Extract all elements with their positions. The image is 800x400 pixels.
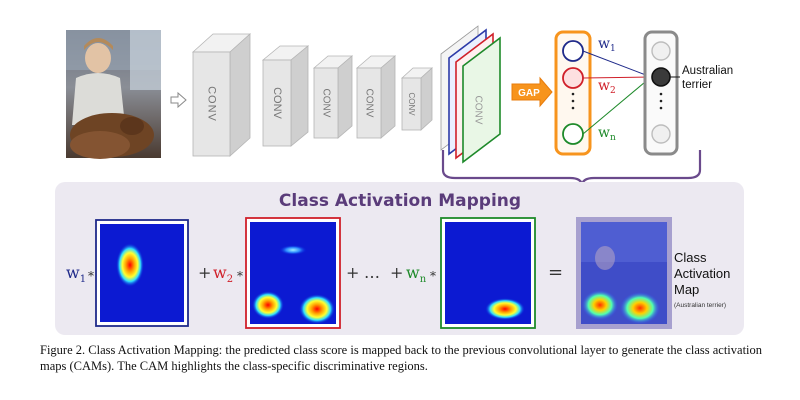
gap-block: GAP [511, 76, 553, 108]
conv-label: CONV [271, 87, 283, 119]
gap-node-1 [562, 40, 584, 62]
gap-label: GAP [518, 88, 540, 99]
conv-block-1: CONV [191, 33, 252, 157]
conv-block-4: CONV [355, 55, 397, 139]
last-conv-feature-maps: CONV [440, 25, 501, 164]
cam-panel: Class Activation Mapping w1 * + w2 * + … [55, 182, 744, 335]
plus-3: + [390, 263, 403, 282]
cam-term-n: wn * [406, 217, 536, 329]
equals: = [548, 262, 563, 283]
output-node-selected [651, 67, 671, 87]
figure-caption: Figure 2. Class Activation Mapping: the … [40, 343, 763, 373]
conv-block-3: CONV [312, 55, 354, 139]
weight-connections: w1 w2 wn [582, 36, 652, 143]
ellipsis: … [364, 263, 380, 282]
conv-block-2: CONV [261, 45, 310, 147]
gap-node-n [562, 123, 584, 145]
conv-stack: CONV CONV CONV CONV CONV [191, 33, 434, 157]
input-photo [66, 30, 161, 159]
plus-1: + [198, 263, 211, 282]
weight-label-n: wn [598, 125, 616, 143]
conv-label: CONV [206, 86, 218, 122]
cam-term-2: w2 * [213, 217, 341, 329]
conv-block-5: CONV [400, 67, 434, 131]
output-class-label: Australian terrier [682, 65, 736, 91]
svg-text:w2: w2 [213, 263, 233, 285]
plus-2: + [346, 263, 359, 282]
cam-result-label: Class Activation Map (Australian terrier… [674, 250, 734, 309]
svg-text:wn: wn [406, 263, 427, 285]
svg-text:Class Activation: Class Activation Map [674, 250, 734, 297]
svg-text:*: * [430, 269, 436, 283]
cam-term-1: w1 * [66, 219, 189, 327]
conv-label: CONV [473, 96, 484, 125]
output-nodes: Australian terrier [643, 30, 736, 156]
conv-label: CONV [407, 92, 416, 116]
weight-label-1: w1 [598, 36, 616, 54]
conv-label: CONV [321, 89, 332, 118]
svg-text:w1: w1 [66, 263, 86, 285]
conv-label: CONV [364, 89, 375, 118]
svg-text:*: * [88, 269, 94, 283]
cam-result [576, 217, 672, 329]
cam-title: Class Activation Mapping [279, 191, 521, 211]
svg-text:(Australian terrier): (Australian terrier) [674, 302, 726, 309]
input-arrow [170, 91, 187, 109]
weight-label-2: w2 [598, 78, 616, 96]
svg-text:*: * [237, 269, 243, 283]
gap-nodes [554, 30, 592, 156]
gap-node-2 [562, 67, 584, 89]
